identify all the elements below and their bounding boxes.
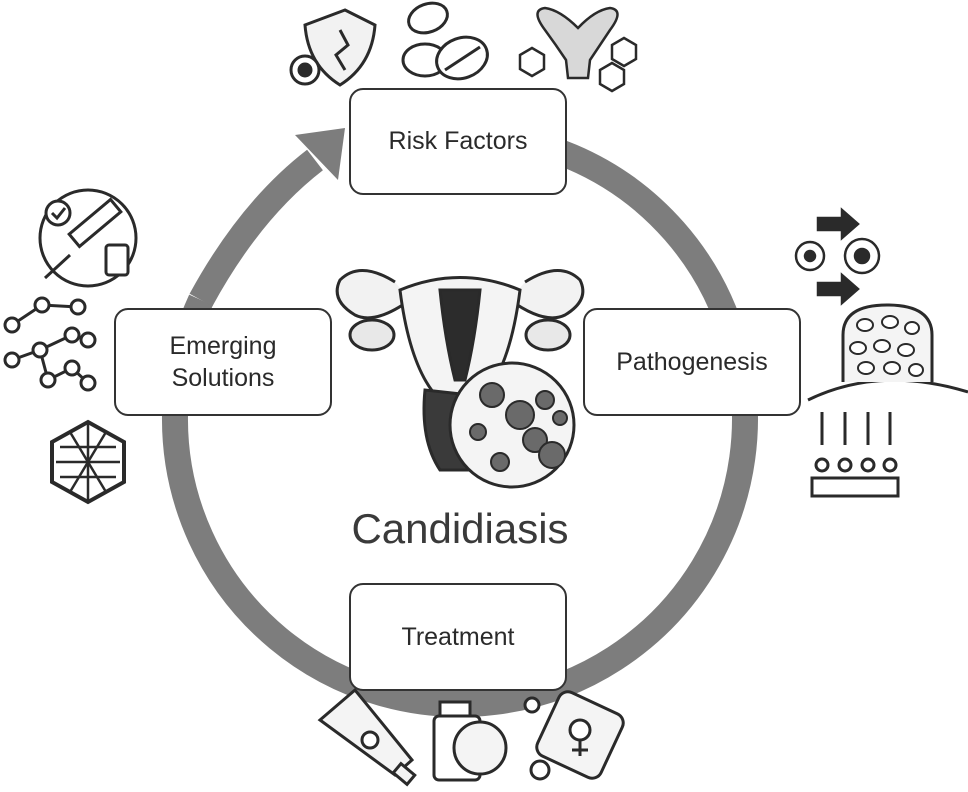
stage-pathogenesis-label: Pathogenesis: [616, 347, 768, 376]
vaccine-syringe-icon: [38, 188, 138, 288]
stage-pathogenesis-box: Pathogenesis: [583, 308, 801, 416]
stage-emerging-solutions-label: Emerging Solutions: [169, 331, 277, 393]
uterus-illustration-icon: [335, 269, 585, 472]
stage-risk-factors-label: Risk Factors: [388, 127, 528, 156]
virus-transfer-arrows-icon: [794, 207, 881, 306]
stage-risk-factors-box: Risk Factors: [349, 88, 567, 195]
broken-shield-virus-icon: [289, 8, 377, 87]
stage-emerging-solutions-box: Emerging Solutions: [114, 308, 332, 416]
cycle-arrow-path: [161, 120, 758, 717]
stage-treatment-box: Treatment: [349, 583, 567, 691]
uterus-hormone-molecule-icon: [518, 6, 638, 93]
adhesion-arrows-icon: [810, 412, 900, 498]
medicine-bottle-icon: [432, 700, 508, 782]
cycle-ring: [161, 120, 758, 717]
biofilm-dome-icon: [807, 303, 968, 402]
cycle-arrow-tail: [189, 149, 323, 307]
cycle-arrowhead: [295, 128, 345, 180]
diagram-title: Candidiasis: [351, 505, 569, 552]
ointment-tube-icon: [317, 687, 417, 787]
fungi-magnified-icon: [448, 361, 576, 489]
network-nodes-icon: [3, 296, 97, 392]
pills-icon: [401, 1, 489, 81]
stage-treatment-label: Treatment: [401, 622, 515, 651]
feminine-soap-icon: [523, 690, 625, 781]
nano-hexagon-icon: [50, 419, 126, 505]
